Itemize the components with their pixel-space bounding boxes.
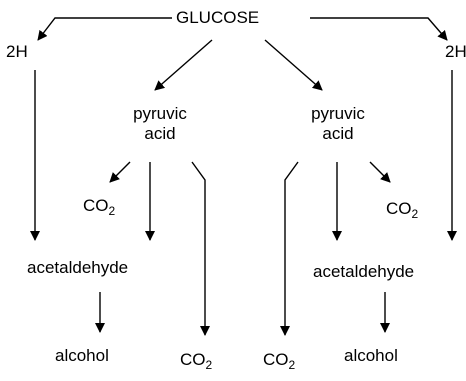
arrow-pyruvic-right-to-co2 — [369, 161, 391, 183]
co2-left-upper-label: CO2 — [83, 196, 115, 221]
co2-left-bottom-base: CO — [180, 350, 206, 369]
arrow-glucose-to-2h-left — [37, 17, 172, 41]
glucose-label: GLUCOSE — [176, 8, 260, 27]
alcohol-right-label: alcohol — [344, 346, 398, 365]
arrow-glucose-to-pyruvic-left — [154, 39, 213, 91]
arrow-glucose-to-2h-right — [310, 17, 448, 41]
co2-left-upper-sub: 2 — [108, 204, 116, 218]
co2-left-bottom-sub: 2 — [205, 358, 213, 372]
co2-right-bottom-base: CO — [263, 350, 289, 369]
pyruvic-acid-left-label: pyruvic acid — [110, 104, 210, 144]
alcohol-left-label: alcohol — [55, 346, 109, 365]
co2-right-upper-label: CO2 — [386, 199, 418, 224]
co2-right-bottom-label: CO2 — [263, 350, 295, 375]
co2-right-upper-base: CO — [386, 199, 412, 218]
co2-right-bottom-sub: 2 — [288, 358, 296, 372]
acetaldehyde-right-label: acetaldehyde — [313, 262, 415, 281]
co2-left-upper-base: CO — [83, 196, 109, 215]
pyruvic-acid-left-line2: acid — [144, 124, 176, 143]
2h-left-label: 2H — [6, 42, 28, 61]
2h-right-label: 2H — [445, 42, 466, 61]
arrow-pyruvic-left-to-co2 — [109, 161, 131, 183]
acetaldehyde-left-label: acetaldehyde — [27, 258, 129, 277]
arrow-pyruvic-right-to-co2-bottom — [280, 161, 299, 336]
pyruvic-acid-right-label: pyruvic acid — [288, 104, 388, 144]
pyruvic-acid-right-line2: acid — [322, 124, 354, 143]
co2-right-upper-sub: 2 — [411, 207, 419, 221]
arrow-pyruvic-left-to-co2-bottom — [191, 161, 210, 336]
pyruvic-acid-right-line1: pyruvic — [311, 104, 365, 123]
pyruvic-acid-left-line1: pyruvic — [133, 104, 187, 123]
arrow-glucose-to-pyruvic-right — [264, 39, 323, 91]
co2-left-bottom-label: CO2 — [180, 350, 212, 375]
